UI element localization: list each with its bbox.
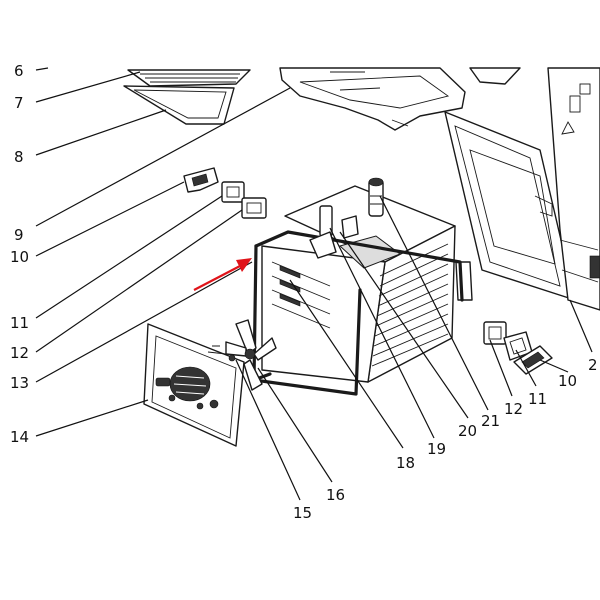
- label-21: 21: [481, 412, 500, 430]
- seal-part-10-left: [221, 181, 245, 203]
- label-19: 19: [427, 440, 446, 458]
- wire-rack: [127, 69, 251, 87]
- rear-panel: [547, 67, 600, 311]
- fan-blade: [225, 319, 277, 391]
- label-15: 15: [293, 504, 312, 522]
- label-16: 16: [326, 486, 345, 504]
- label-12-right: 12: [504, 400, 523, 418]
- label-13: 13: [10, 374, 29, 392]
- bracket-part-9: [183, 167, 219, 193]
- label-18: 18: [396, 454, 415, 472]
- seal-part-11-left: [241, 197, 267, 219]
- thermostat-sensor: [368, 177, 384, 217]
- label-20: 20: [458, 422, 477, 440]
- seal-part-12-right: [483, 321, 507, 345]
- part-labels: 6 7 8 9 10 11 12 13 14 15 16 18 19 20 21…: [10, 62, 598, 522]
- label-11-left: 11: [10, 314, 29, 332]
- label-10-right: 10: [558, 372, 577, 390]
- leader-lines: [35, 67, 593, 501]
- red-arrow-icon: [193, 258, 252, 291]
- label-11-right: 11: [528, 390, 547, 408]
- top-panel: [279, 67, 521, 131]
- label-8: 8: [14, 148, 24, 166]
- label-12-left: 12: [10, 344, 29, 362]
- label-9: 9: [14, 226, 24, 244]
- label-6: 6: [14, 62, 24, 80]
- label-14: 14: [10, 428, 29, 446]
- oven-cavity: [261, 185, 473, 383]
- lamp-holder: [309, 205, 359, 259]
- back-plate: [143, 323, 245, 447]
- label-10-left: 10: [10, 248, 29, 266]
- label-2: 2: [588, 356, 598, 374]
- bracket-part-10-right: [513, 345, 553, 375]
- door-frame: [444, 111, 576, 301]
- label-7: 7: [14, 94, 24, 112]
